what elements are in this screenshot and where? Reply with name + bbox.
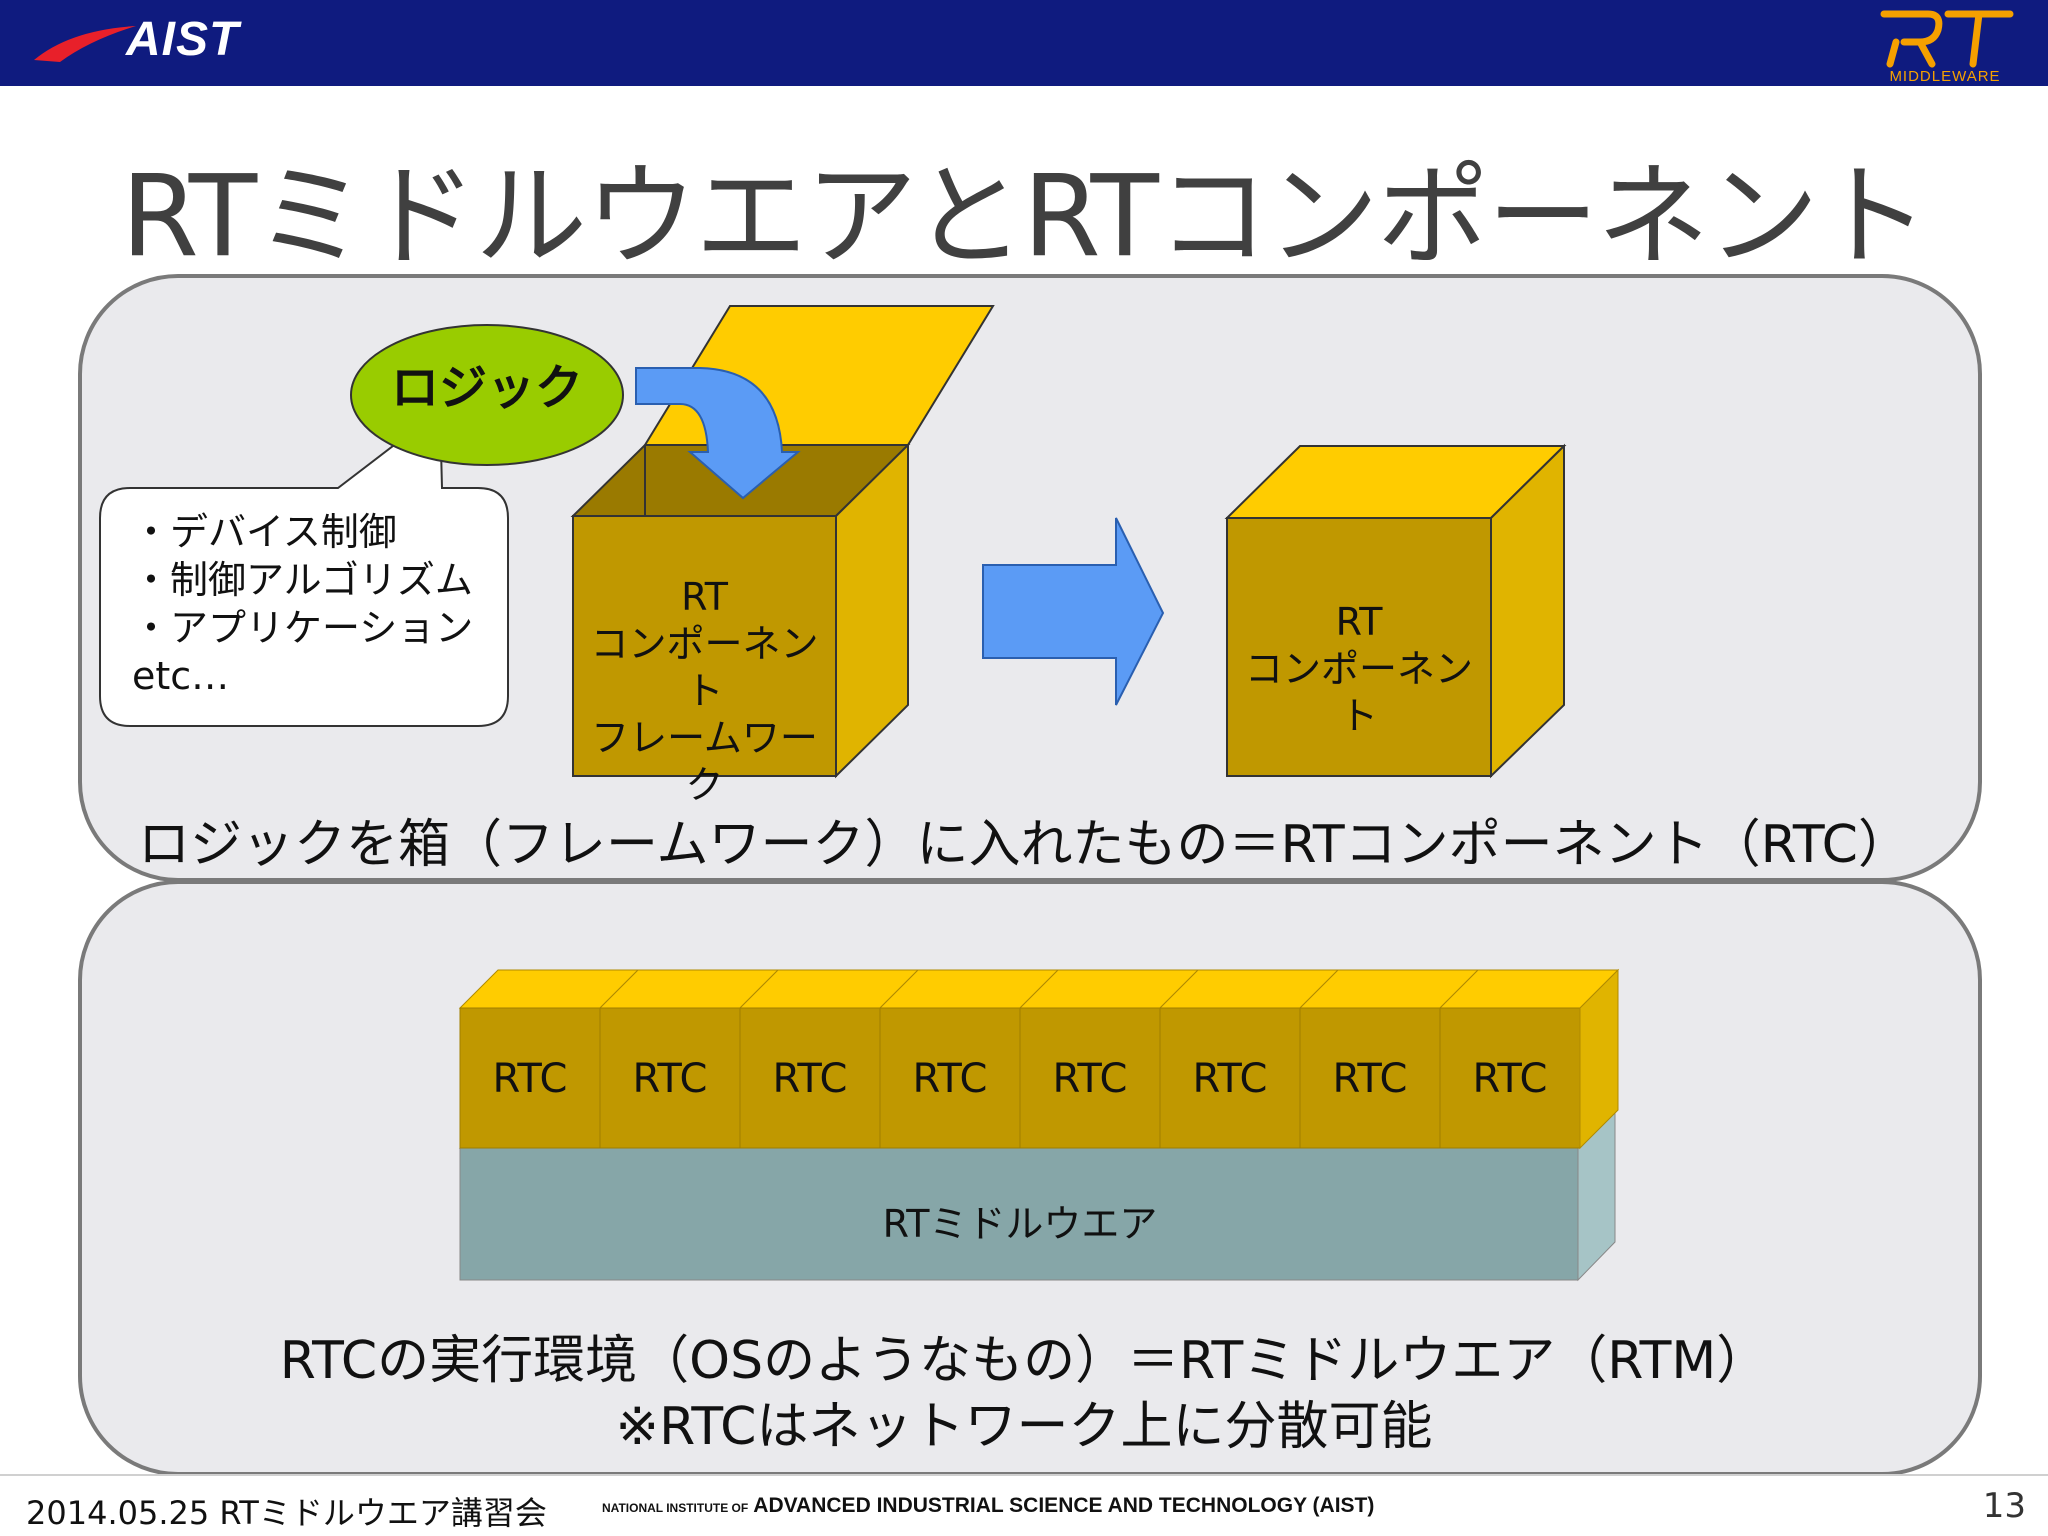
aist-logo: AIST [126,13,240,66]
framework-label-line: コンポーネント [590,622,819,713]
rtc-definition-caption: ロジックを箱（フレームワーク）に入れたもの＝RTコンポーネント（RTC） [138,815,1910,875]
component-label-line: コンポーネント [1244,647,1473,738]
aist-swoosh-icon [34,26,136,62]
rtc-block-label: RTC [1052,1056,1128,1102]
rtc-block-label: RTC [632,1056,708,1102]
framework-box-label: RT コンポーネント フレームワーク [573,574,836,809]
component-box-label: RT コンポーネント [1227,599,1491,740]
footer-divider [0,1474,2048,1476]
footer-date-event: 2014.05.25 RTミドルウエア講習会 [26,1494,547,1532]
middleware-front [459,1147,1579,1281]
logic-bubble [350,324,624,466]
rtc-block [1439,1007,1581,1149]
footer-org-name: ADVANCED INDUSTRIAL SCIENCE AND TECHNOLO… [753,1494,1375,1517]
footer-org-prefix: NATIONAL INSTITUTE OF [602,1501,749,1515]
insert-arrow-icon [635,367,801,500]
rtc-block [1159,1007,1301,1149]
rtm-definition-caption: RTCの実行環境（OSのようなもの）＝RTミドルウエア（RTM） [279,1331,1769,1391]
rtc-block-label: RTC [772,1056,848,1102]
page-number: 13 [1982,1486,2026,1526]
framework-box-front [572,515,837,777]
component-label-line: RT [1335,600,1383,644]
rtc-block-label: RTC [1472,1056,1548,1102]
rtc-block [1019,1007,1161,1149]
rtc-block-label: RTC [1192,1056,1268,1102]
callout-item: ・アプリケーション [132,606,474,650]
middleware-label: RTミドルウエア [882,1202,1158,1246]
rtc-block-label: RTC [1332,1056,1408,1102]
callout-item: ・制御アルゴリズム [132,558,473,602]
rtc-block [1299,1007,1441,1149]
callout-box [99,408,509,727]
rtc-block [879,1007,1021,1149]
framework-box-side [835,442,909,779]
rtc-block [739,1007,881,1149]
rtc-block-side [1579,968,1619,1150]
footer-organization: NATIONAL INSTITUTE OF ADVANCED INDUSTRIA… [602,1494,1374,1518]
slide-title: RTミドルウエアとRTコンポーネント [121,152,1929,282]
component-box-side [1490,443,1565,779]
rt-logo-caption: MIDDLEWARE [1889,68,2001,85]
callout-list: ・デバイス制御 ・制御アルゴリズム ・アプリケーション etc… [132,508,473,700]
rt-middleware-logo-icon [1880,10,2014,68]
callout-item: etc… [132,654,230,698]
header-bar: AIST MIDDLEWARE [0,0,2048,86]
transform-arrow-icon [982,517,1165,706]
logic-bubble-label: ロジック [390,360,583,416]
callout-item: ・デバイス制御 [132,510,397,554]
rtc-block [459,1007,601,1149]
component-box-front [1226,517,1492,777]
rtc-block-label: RTC [492,1056,568,1102]
framework-label-line: フレームワーク [591,716,818,807]
rtm-distribution-note: ※RTCはネットワーク上に分散可能 [615,1397,1433,1457]
rtc-block [599,1007,741,1149]
framework-label-line: RT [681,575,728,619]
rtc-block-label: RTC [912,1056,988,1102]
